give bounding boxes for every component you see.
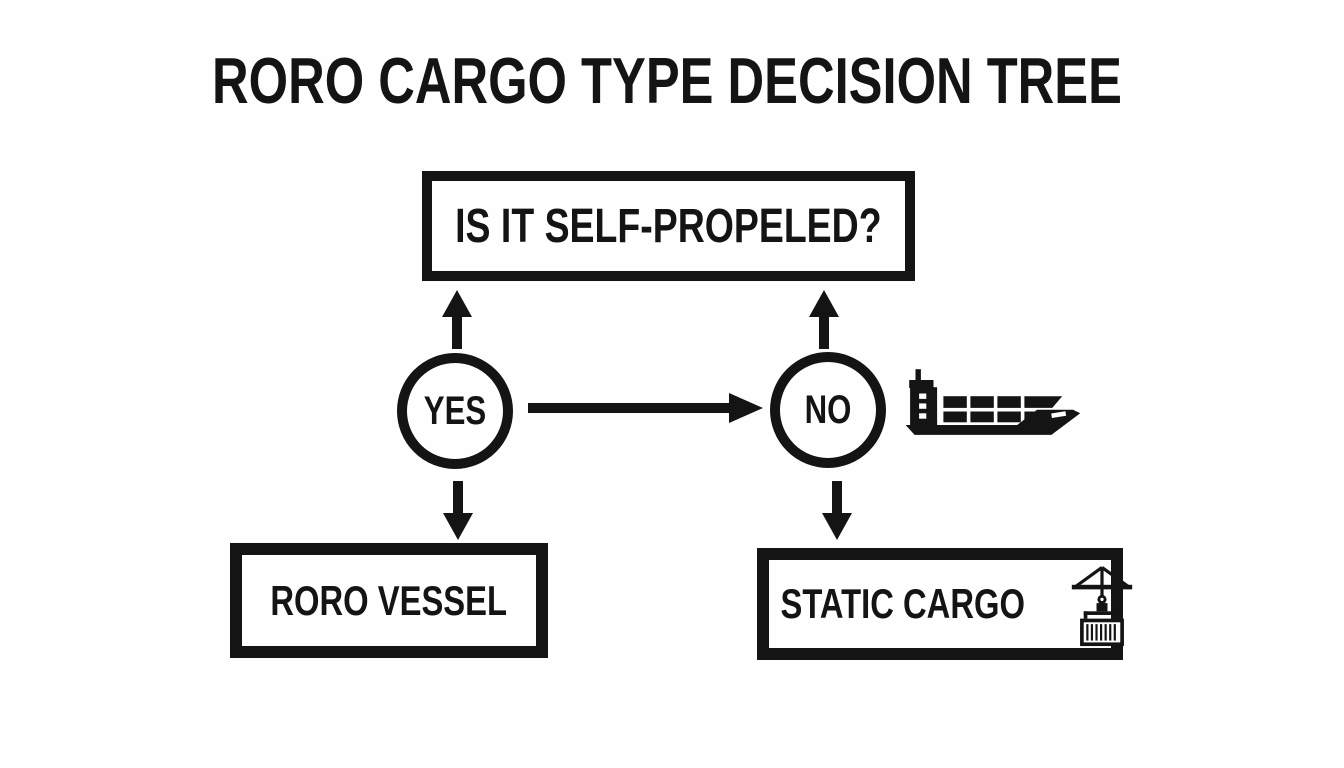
question-label: IS IT SELF-PROPELED? (455, 199, 882, 253)
diagram-title: RORO CARGO TYPE DECISION TREE (212, 44, 1122, 117)
yes-node: YES (397, 353, 513, 469)
question-box: IS IT SELF-PROPELED? (422, 171, 915, 281)
arrow-no-to-static (822, 481, 852, 540)
cargo-ship-icon (905, 369, 1081, 435)
arrow-yes-to-roro (443, 481, 473, 540)
arrow-yes-to-no (528, 393, 763, 423)
roro-vessel-label: RORO VESSEL (270, 576, 508, 624)
container-crane-icon (1071, 566, 1132, 647)
arrow-yes-to-question (442, 290, 472, 349)
static-cargo-box: STATIC CARGO (757, 548, 1132, 660)
no-node: NO (770, 352, 886, 468)
no-label: NO (804, 387, 852, 432)
yes-label: YES (423, 388, 487, 433)
arrow-no-to-question (809, 290, 839, 349)
static-cargo-label: STATIC CARGO (780, 580, 1026, 627)
roro-vessel-box: RORO VESSEL (230, 543, 548, 658)
